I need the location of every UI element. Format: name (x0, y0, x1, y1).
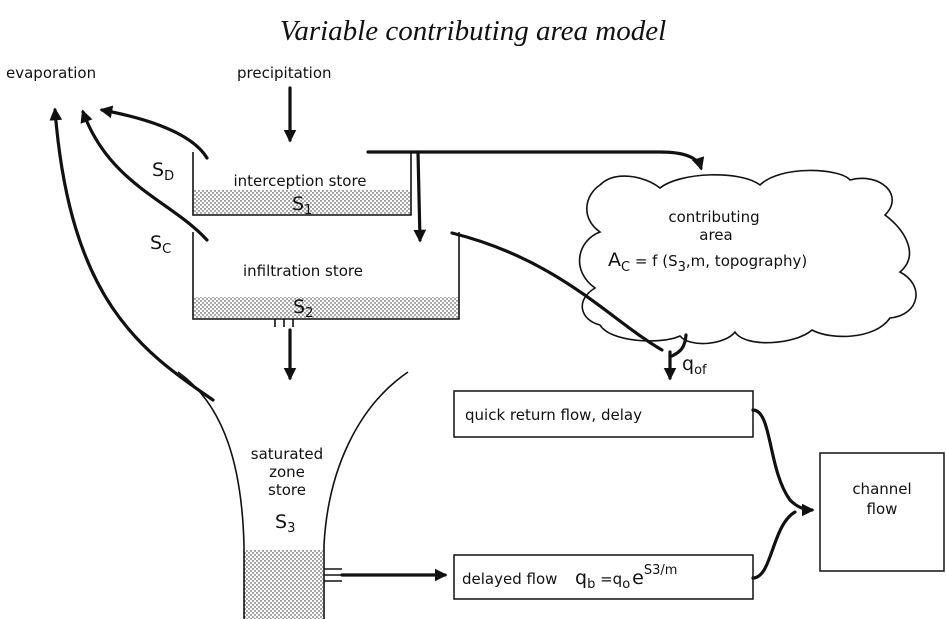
evaporation-arrow-interception (99, 105, 209, 160)
contributing-area-formula: AC = f (S3,m, topography) (608, 249, 807, 275)
overflow-to-contributing-area-arrow (366, 150, 705, 171)
infiltration-store-fill (193, 297, 459, 319)
quick-flow-to-channel-arrow (751, 408, 815, 517)
sd-symbol: SD (152, 159, 174, 184)
contributing-area: contributing area AC = f (S3,m, topograp… (578, 169, 917, 345)
qof-symbol: qof (682, 353, 707, 378)
diagram-title: Variable contributing area model (280, 15, 666, 47)
interception-store-label: interception store (233, 172, 366, 190)
saturated-zone-outlet (324, 568, 342, 582)
quick-return-flow-label: quick return flow, delay (465, 406, 642, 424)
precipitation-label: precipitation (237, 64, 332, 82)
interception-store-fill (193, 190, 411, 215)
infiltration-store-label: infiltration store (243, 262, 363, 280)
saturated-zone-store: saturated zone store S3 (177, 371, 409, 619)
saturated-zone-right-wall (323, 371, 409, 619)
evaporation-label: evaporation (6, 64, 96, 82)
s2-symbol: S2 (293, 296, 313, 321)
infiltration-store: infiltration store S2 (192, 232, 460, 327)
contributing-label-2: area (699, 226, 732, 244)
saturated-zone-label-1: saturated (251, 445, 323, 463)
quick-return-flow-box (453, 390, 754, 438)
interception-store: interception store S1 (192, 152, 412, 218)
contributing-area-cloud (578, 169, 917, 345)
s1-symbol: S1 (292, 193, 312, 218)
interception-to-infiltration-arrow (413, 150, 427, 243)
cloud-to-qof-flow (670, 333, 688, 358)
saturated-zone-label-2: zone (269, 463, 305, 481)
infiltration-excess-flow (450, 231, 664, 352)
channel-flow-label-2: flow (867, 500, 898, 518)
infiltration-outlet (274, 319, 294, 327)
sc-symbol: SC (150, 232, 171, 257)
s3-symbol: S3 (275, 511, 295, 536)
saturated-zone-fill (244, 550, 323, 619)
saturated-zone-label-3: store (268, 481, 306, 499)
delayed-flow-label: delayed flow (462, 570, 557, 588)
interception-store-outline (192, 152, 412, 216)
channel-flow-label-1: channel (852, 480, 911, 498)
saturated-zone-left-wall (177, 371, 245, 619)
evaporation-arrow-infiltration (80, 109, 209, 242)
channel-flow-box (819, 452, 945, 572)
infiltration-store-outline (192, 232, 460, 320)
evaporation-arrow-saturated (49, 107, 215, 402)
contributing-label-1: contributing (668, 208, 759, 226)
delayed-flow-to-channel (751, 510, 797, 580)
